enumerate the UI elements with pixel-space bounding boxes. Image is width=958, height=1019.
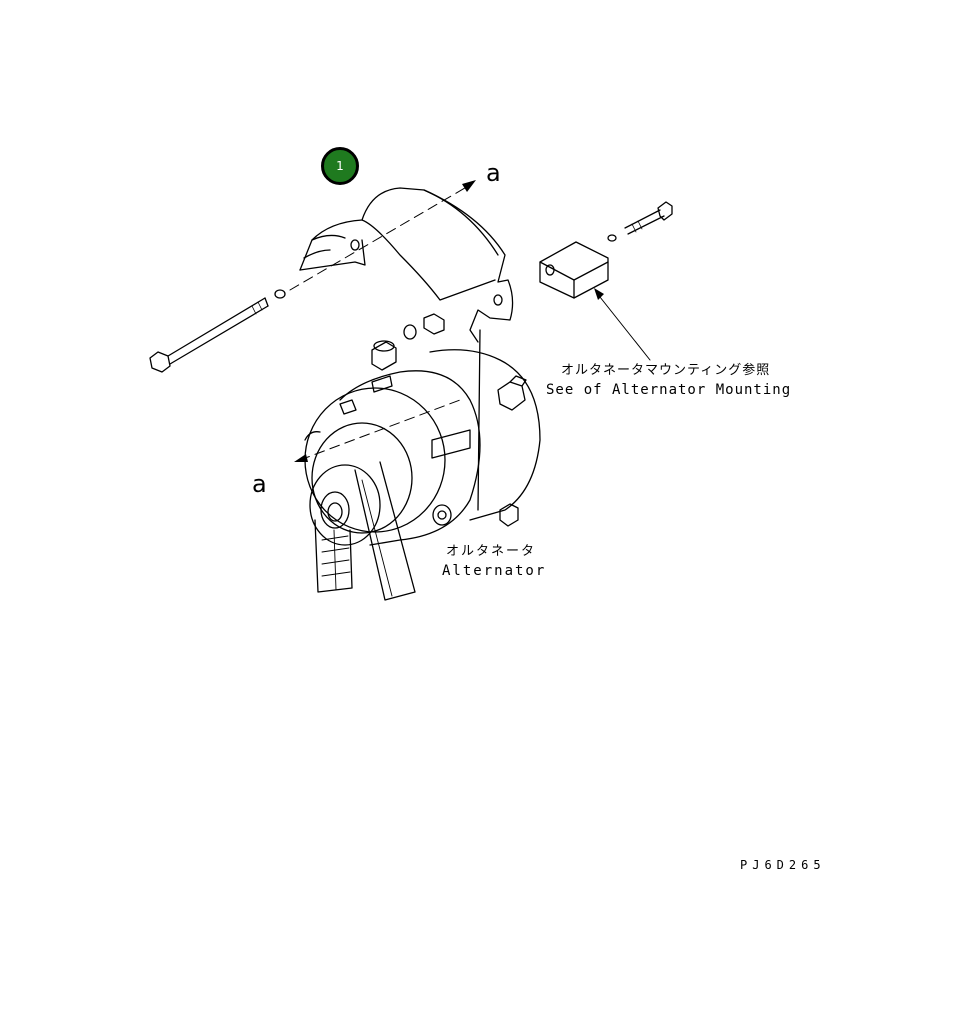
mounting-label-jp: オルタネータマウンティング参照 xyxy=(561,363,771,378)
drawing-code: PJ6D265 xyxy=(740,858,826,872)
long-bolt xyxy=(149,289,286,373)
arrow-label-bottom: a xyxy=(252,470,267,498)
centerline-a xyxy=(289,184,471,461)
arrow-label-top: a xyxy=(486,159,501,187)
spacer-washer-nut xyxy=(371,313,445,371)
alternator xyxy=(304,329,541,601)
alternator-label-jp: オルタネータ xyxy=(446,544,537,559)
callout-1-button[interactable]: 1 xyxy=(321,147,359,185)
mounting-label-en: See of Alternator Mounting xyxy=(546,382,792,398)
mounting-block xyxy=(539,201,673,361)
leader-arrowhead xyxy=(594,288,604,300)
arrowheads xyxy=(294,180,476,462)
cover-plate xyxy=(299,187,514,343)
alternator-label-en: Alternator xyxy=(442,563,547,579)
callout-1-number: 1 xyxy=(336,159,344,173)
